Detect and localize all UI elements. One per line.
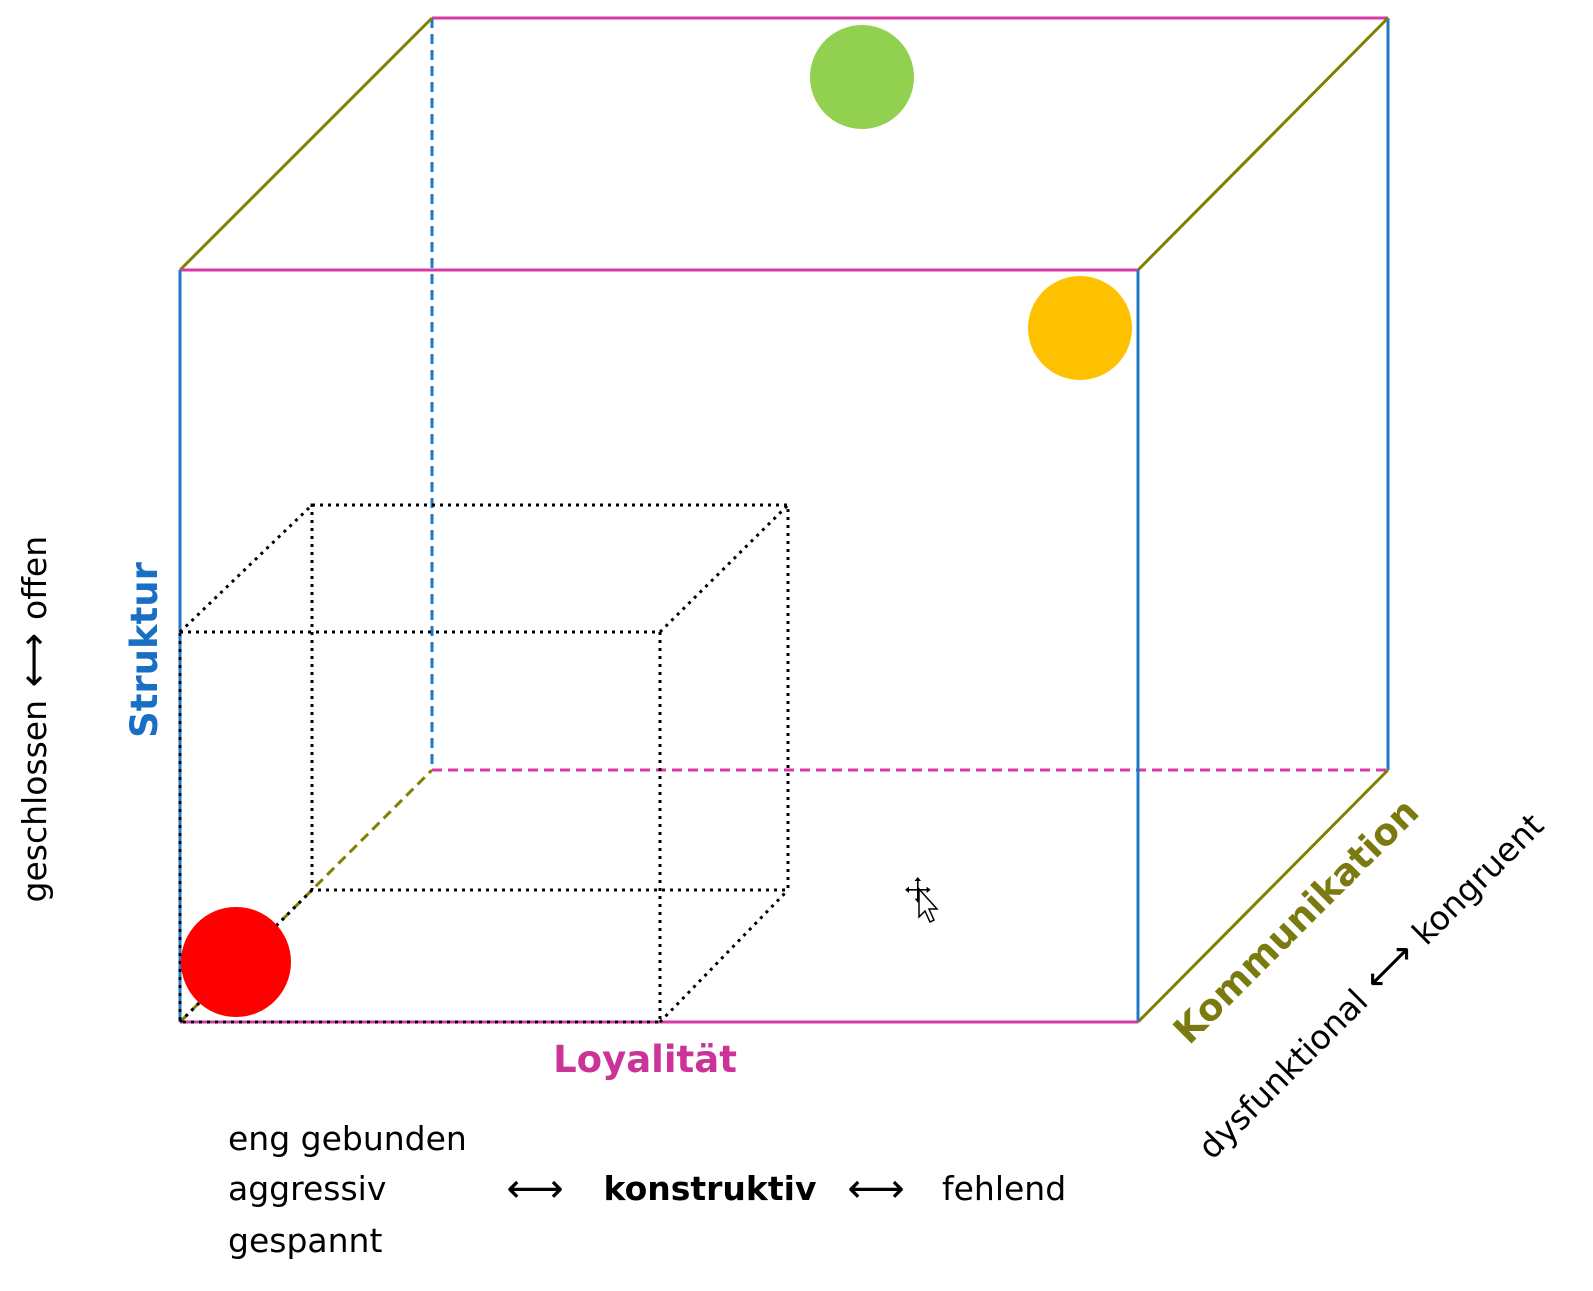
kommunikation-axis-label: Kommunikation [1165,790,1427,1052]
loyalty-scale: eng gebunden aggressiv gespannt ⟷ konstr… [228,1119,1066,1260]
move-cursor-icon [905,877,939,924]
depth-top-left-edge [178,16,434,272]
orange-marker [1028,276,1132,380]
inner-depth-br [658,888,790,1024]
loyalty-left-term-1: eng gebunden [228,1119,467,1158]
struktur-range-left: geschlossen [15,700,54,902]
inner-depth-tr [658,503,790,634]
inner-back-face [310,503,790,892]
loyalty-right-term: fehlend [942,1169,1066,1208]
loyalty-arrow-left: ⟷ [506,1166,563,1212]
depth-bottom-right-edge [1136,768,1390,1024]
struktur-axis-label: Struktur [123,561,166,738]
kommunikation-range-arrow: ⟷ [1354,931,1424,1001]
loyalitaet-axis-label: Loyalität [553,1038,737,1081]
inner-dotted-cube [178,503,790,1024]
loyalty-center-term: konstruktiv [604,1169,817,1208]
struktur-range-arrow: ⟷ [11,633,55,687]
struktur-range: geschlossen ⟷ offen [11,536,55,903]
inner-depth-tl [178,503,314,634]
loyalty-arrow-right: ⟷ [847,1166,904,1212]
loyalty-left-term-3: gespannt [228,1221,382,1260]
depth-top-right-edge [1136,16,1390,272]
red-marker [181,907,291,1017]
loyalty-left-term-2: aggressiv [228,1169,386,1208]
struktur-range-right: offen [15,536,54,620]
inner-front-face [178,630,662,1024]
green-marker [810,25,914,129]
kommunikation-range-right: kongruent [1404,806,1551,953]
